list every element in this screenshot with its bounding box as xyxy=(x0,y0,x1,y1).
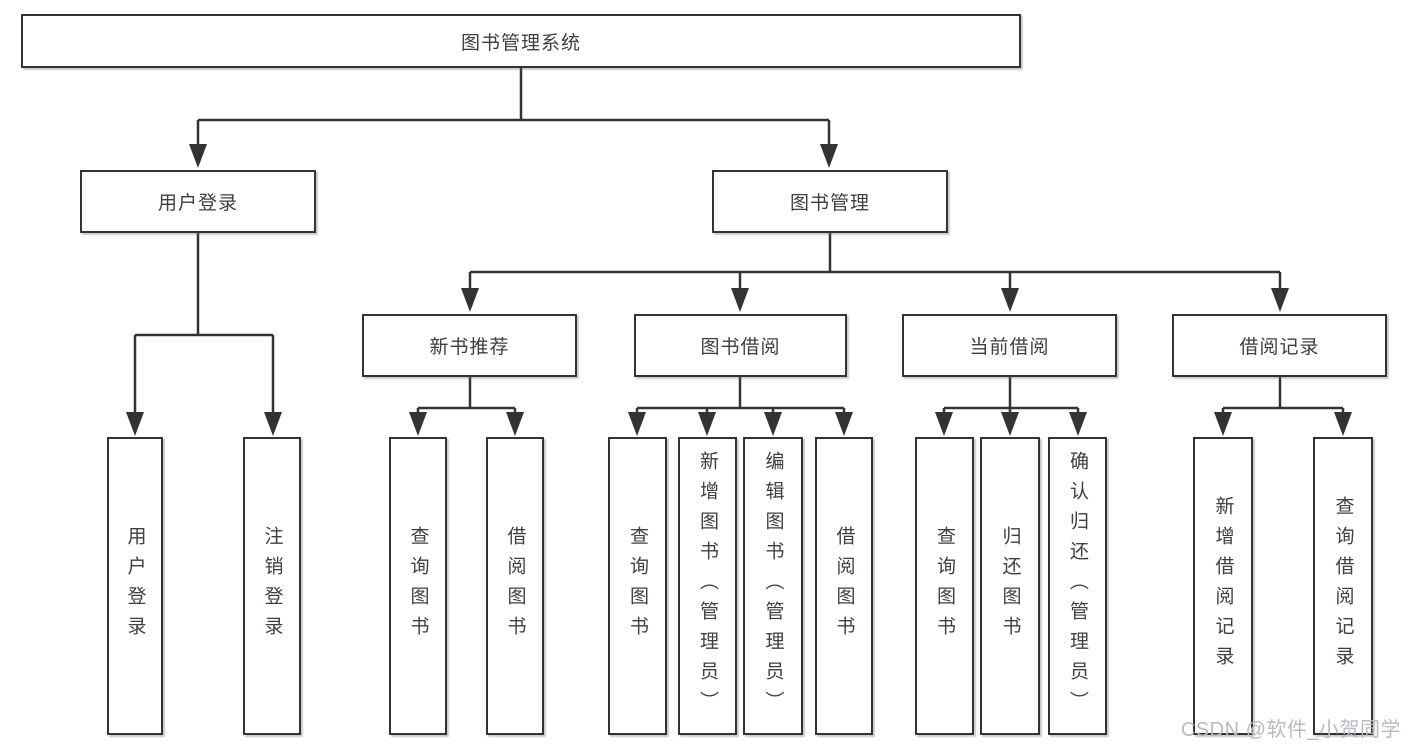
node-user-login-label: 用户登录 xyxy=(157,193,238,214)
node-root-label: 图书管理系统 xyxy=(460,32,581,54)
arrow-down-icon xyxy=(731,288,749,312)
arrow-down-icon xyxy=(1001,412,1019,436)
node-book-management-label: 图书管理 xyxy=(789,193,870,214)
node-borrow-record: 借阅记录 xyxy=(1172,314,1387,377)
leaf-recommend-borrow-book: 借阅图书 xyxy=(486,437,544,735)
arrow-down-icon xyxy=(461,288,479,312)
arrow-down-icon xyxy=(1334,412,1352,436)
csdn-watermark: CSDN @软件_小贺同学 xyxy=(1180,719,1401,741)
arrow-down-icon xyxy=(409,412,427,436)
arrow-down-icon xyxy=(698,412,716,436)
leaf-record-add-record-label: 新增借阅记录 xyxy=(1212,496,1234,676)
node-book-borrow-label: 图书借阅 xyxy=(700,337,781,358)
arrow-down-icon xyxy=(935,412,953,436)
leaf-borrow-edit-book-admin-label: 编辑图书（管理员） xyxy=(762,451,784,721)
arrow-down-icon xyxy=(1214,412,1232,436)
arrow-down-icon xyxy=(506,412,524,436)
leaf-recommend-query-book-label: 查询图书 xyxy=(407,526,429,646)
connector-current-children xyxy=(942,377,1080,418)
leaf-current-return-book-label: 归还图书 xyxy=(999,526,1021,646)
connector-borrow-children xyxy=(635,377,846,418)
arrow-down-icon xyxy=(835,412,853,436)
leaf-borrow-borrow-book-label: 借阅图书 xyxy=(833,526,855,646)
node-book-borrow: 图书借阅 xyxy=(634,314,847,377)
leaf-borrow-add-book-admin: 新增图书（管理员） xyxy=(678,437,737,735)
leaf-record-add-record: 新增借阅记录 xyxy=(1193,437,1253,735)
connector-recommend-children xyxy=(416,377,517,418)
leaf-record-query-record-label: 查询借阅记录 xyxy=(1332,496,1354,676)
connector-user-login-children xyxy=(133,233,275,418)
leaf-logout: 注销登录 xyxy=(243,437,301,735)
connector-book-management-level3 xyxy=(468,233,1282,294)
arrow-down-icon xyxy=(820,144,838,168)
leaf-record-query-record: 查询借阅记录 xyxy=(1313,437,1373,735)
node-root: 图书管理系统 xyxy=(21,14,1021,68)
connector-root-to-level2 xyxy=(196,68,831,150)
leaf-current-query-book: 查询图书 xyxy=(915,437,974,735)
leaf-borrow-borrow-book: 借阅图书 xyxy=(815,437,873,735)
arrow-down-icon xyxy=(764,412,782,436)
leaf-borrow-query-book: 查询图书 xyxy=(608,437,667,735)
leaf-current-query-book-label: 查询图书 xyxy=(934,526,955,646)
node-book-management: 图书管理 xyxy=(712,170,948,233)
leaf-current-confirm-return-admin-label: 确认归还（管理员） xyxy=(1067,451,1088,721)
connector-record-children xyxy=(1221,377,1345,418)
leaf-borrow-query-book-label: 查询图书 xyxy=(627,526,648,646)
node-current-borrow: 当前借阅 xyxy=(902,314,1117,377)
arrow-down-icon xyxy=(628,412,646,436)
arrow-down-icon xyxy=(189,144,207,168)
leaf-logout-label: 注销登录 xyxy=(261,526,283,646)
leaf-borrow-edit-book-admin: 编辑图书（管理员） xyxy=(743,437,803,735)
arrow-down-icon xyxy=(126,412,144,436)
arrow-down-icon xyxy=(264,412,282,436)
arrow-down-icon xyxy=(1069,412,1087,436)
leaf-current-confirm-return-admin: 确认归还（管理员） xyxy=(1048,437,1107,735)
node-new-book-recommend: 新书推荐 xyxy=(362,314,577,377)
leaf-user-login: 用户登录 xyxy=(107,437,163,735)
leaf-current-return-book: 归还图书 xyxy=(980,437,1040,735)
node-new-book-recommend-label: 新书推荐 xyxy=(429,337,510,358)
node-user-login: 用户登录 xyxy=(80,170,316,233)
node-borrow-record-label: 借阅记录 xyxy=(1239,337,1320,358)
node-current-borrow-label: 当前借阅 xyxy=(969,337,1050,358)
leaf-recommend-borrow-book-label: 借阅图书 xyxy=(504,526,526,646)
leaf-borrow-add-book-admin-label: 新增图书（管理员） xyxy=(697,451,718,721)
leaf-user-login-label: 用户登录 xyxy=(124,526,146,646)
leaf-recommend-query-book: 查询图书 xyxy=(389,437,447,735)
arrow-down-icon xyxy=(1271,288,1289,312)
arrow-down-icon xyxy=(1001,288,1019,312)
